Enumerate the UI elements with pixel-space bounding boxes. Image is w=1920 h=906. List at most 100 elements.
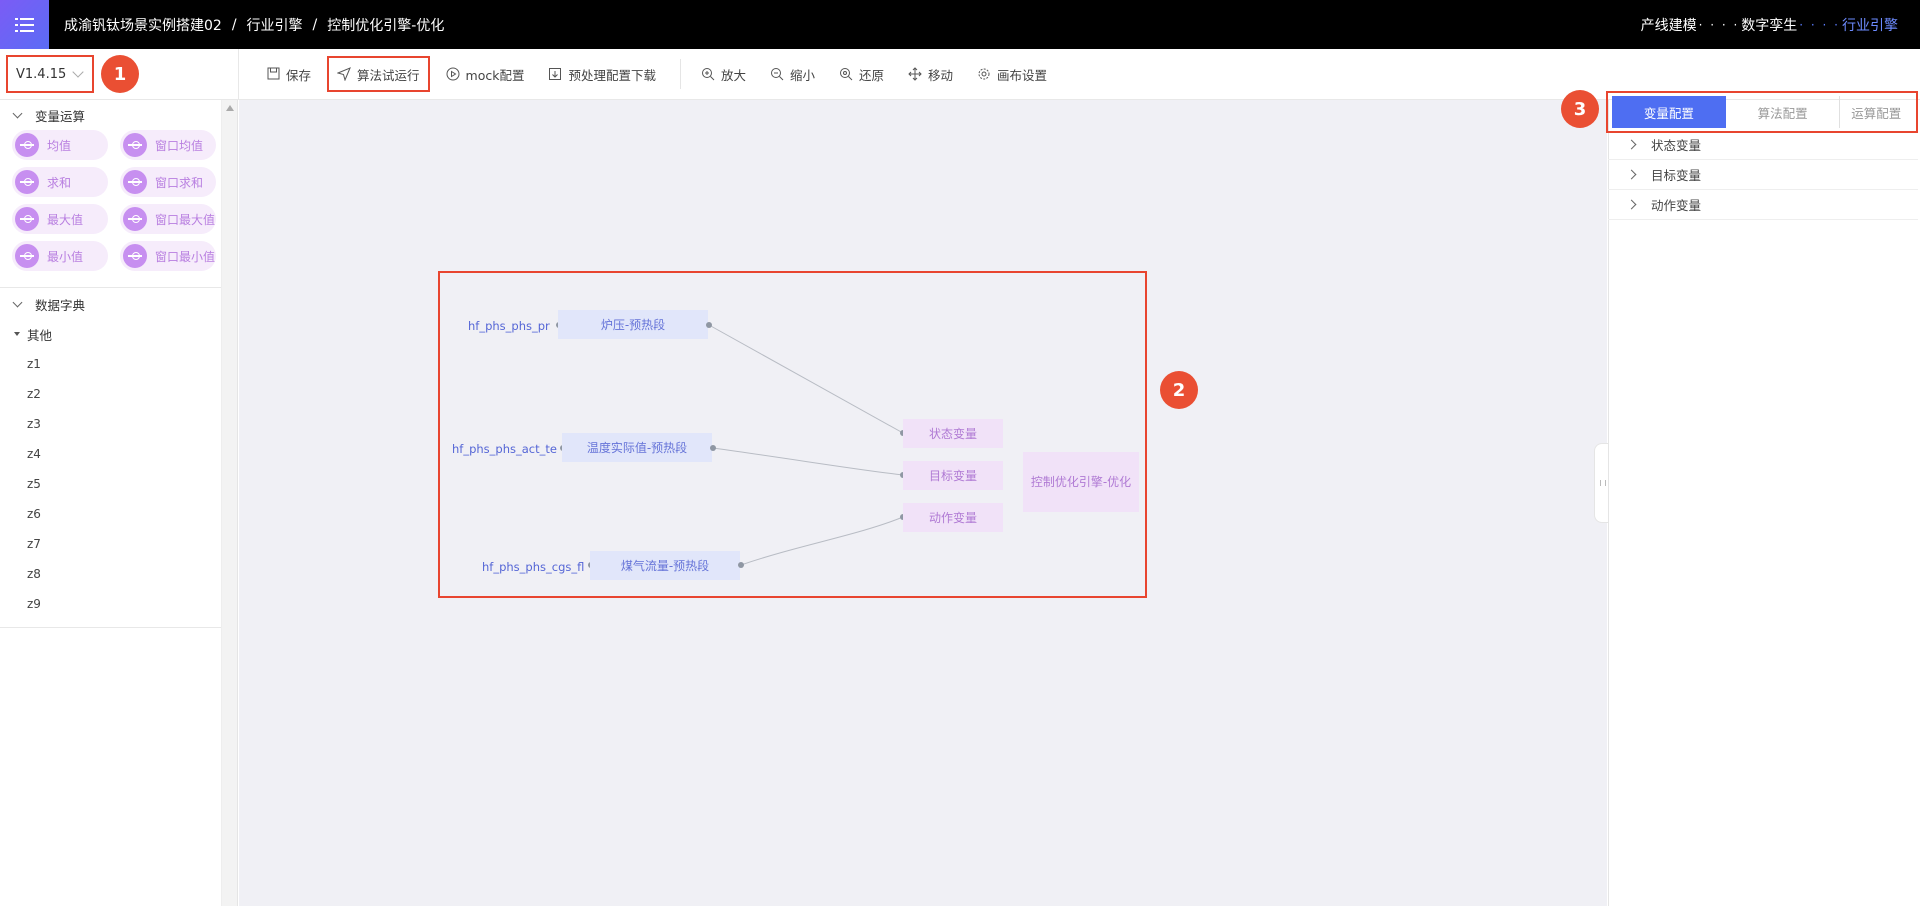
tree-root-label: 其他 bbox=[27, 327, 53, 343]
reset-zoom-label: 还原 bbox=[859, 67, 885, 83]
move-icon bbox=[908, 67, 922, 81]
breadcrumb-item-engine[interactable]: 行业引擎 bbox=[246, 17, 303, 34]
divider bbox=[0, 627, 221, 628]
tree-item[interactable]: z7 bbox=[27, 537, 41, 551]
zoom-in-button[interactable]: 放大 bbox=[693, 56, 754, 92]
op-max[interactable]: 最大值 bbox=[12, 204, 108, 234]
op-window-max[interactable]: 窗口最大值 bbox=[120, 204, 216, 234]
node-actual-temperature[interactable]: 温度实际值-预热段 bbox=[562, 433, 712, 462]
send-icon bbox=[336, 67, 351, 82]
mock-config-label: mock配置 bbox=[465, 67, 525, 83]
tree-item[interactable]: z5 bbox=[27, 477, 41, 491]
chevron-right-icon bbox=[1626, 139, 1637, 150]
divider bbox=[0, 287, 221, 288]
annotation-badge-3: 3 bbox=[1561, 90, 1599, 128]
op-label: 窗口求和 bbox=[155, 175, 204, 190]
toolbar-divider bbox=[679, 59, 681, 89]
tree-root-other[interactable]: 其他 bbox=[0, 319, 221, 349]
tab-variable-config[interactable]: 变量配置 bbox=[1612, 96, 1726, 128]
panel-collapse-handle[interactable] bbox=[1594, 443, 1608, 523]
operator-icon bbox=[123, 170, 147, 194]
zoom-in-label: 放大 bbox=[720, 67, 746, 83]
chevron-right-icon bbox=[1626, 199, 1637, 210]
save-icon bbox=[266, 67, 280, 81]
tab-operation-config[interactable]: 运算配置 bbox=[1851, 105, 1902, 121]
op-label: 窗口最小值 bbox=[155, 249, 216, 264]
tree-item[interactable]: z6 bbox=[27, 507, 41, 521]
operator-icon bbox=[15, 170, 39, 194]
op-window-sum[interactable]: 窗口求和 bbox=[120, 167, 216, 197]
version-select[interactable]: V1.4.15 bbox=[6, 55, 94, 93]
op-window-min[interactable]: 窗口最小值 bbox=[120, 241, 216, 271]
node-port[interactable] bbox=[710, 445, 716, 451]
zoom-out-label: 缩小 bbox=[790, 67, 816, 83]
right-panel bbox=[1608, 100, 1920, 906]
tree-item[interactable]: z3 bbox=[27, 417, 41, 431]
variable-ops-header[interactable]: 变量运算 bbox=[0, 100, 221, 130]
caret-down-icon bbox=[14, 332, 20, 336]
menu-icon[interactable] bbox=[0, 0, 49, 49]
top-bar: 成渝钒钛场景实例搭建02 / 行业引擎 / 控制优化引擎-优化 产线建模 · ·… bbox=[0, 0, 1920, 49]
node-port[interactable] bbox=[738, 562, 744, 568]
preprocess-download-label: 预处理配置下载 bbox=[568, 67, 656, 83]
op-min[interactable]: 最小值 bbox=[12, 241, 108, 271]
move-button[interactable]: 移动 bbox=[900, 56, 961, 92]
row-state-variables[interactable]: 状态变量 bbox=[1608, 130, 1918, 160]
canvas-settings-button[interactable]: 画布设置 bbox=[969, 56, 1055, 92]
op-window-mean[interactable]: 窗口均值 bbox=[120, 130, 216, 160]
nav-item-production-modeling[interactable]: 产线建模 bbox=[1640, 17, 1697, 34]
op-label: 最大值 bbox=[47, 212, 84, 227]
op-label: 窗口最大值 bbox=[155, 212, 216, 227]
chevron-right-icon bbox=[1626, 169, 1637, 180]
zoom-out-button[interactable]: 缩小 bbox=[762, 56, 823, 92]
node-action-variable[interactable]: 动作变量 bbox=[903, 503, 1003, 532]
data-dictionary-header[interactable]: 数据字典 bbox=[0, 289, 221, 319]
flow-canvas[interactable]: hf_phs_phs_pr 炉压-预热段 hf_phs_phs_act_te 温… bbox=[239, 100, 1607, 906]
divider bbox=[238, 49, 239, 99]
row-target-variables[interactable]: 目标变量 bbox=[1608, 160, 1918, 190]
save-button[interactable]: 保存 bbox=[258, 56, 319, 92]
nav-item-industry-engine[interactable]: 行业引擎 bbox=[1842, 17, 1898, 34]
tree-item[interactable]: z2 bbox=[27, 387, 41, 401]
variable-ops-title: 变量运算 bbox=[35, 108, 86, 124]
breadcrumb-separator: / bbox=[312, 16, 318, 33]
algorithm-trial-run-button[interactable]: 算法试运行 bbox=[327, 56, 430, 92]
node-target-variable[interactable]: 目标变量 bbox=[903, 461, 1003, 490]
tree-item[interactable]: z4 bbox=[27, 447, 41, 461]
tab-algorithm-config[interactable]: 算法配置 bbox=[1726, 96, 1841, 128]
op-label: 最小值 bbox=[47, 249, 84, 264]
node-furnace-pressure[interactable]: 炉压-预热段 bbox=[558, 310, 708, 339]
tree-item[interactable]: z9 bbox=[27, 597, 41, 611]
preprocess-download-button[interactable]: 预处理配置下载 bbox=[540, 56, 664, 92]
tree-item[interactable]: z1 bbox=[27, 357, 41, 371]
operator-icon bbox=[123, 133, 147, 157]
operator-icon bbox=[123, 244, 147, 268]
row-label: 状态变量 bbox=[1651, 138, 1702, 153]
mock-config-button[interactable]: mock配置 bbox=[438, 56, 533, 92]
zoom-reset-icon bbox=[839, 67, 853, 81]
breadcrumb-item-project[interactable]: 成渝钒钛场景实例搭建02 bbox=[64, 17, 222, 34]
left-scrollbar[interactable] bbox=[222, 100, 238, 906]
reset-zoom-button[interactable]: 还原 bbox=[831, 56, 892, 92]
node-control-optimization-engine[interactable]: 控制优化引擎-优化 bbox=[1023, 452, 1139, 512]
op-mean[interactable]: 均值 bbox=[12, 130, 108, 160]
op-label: 窗口均值 bbox=[155, 138, 204, 153]
scroll-up-icon[interactable] bbox=[226, 105, 234, 111]
nav-dots: · · · · bbox=[1799, 17, 1840, 32]
node-port[interactable] bbox=[706, 322, 712, 328]
op-label: 求和 bbox=[47, 175, 72, 190]
operator-icon bbox=[15, 207, 39, 231]
operator-icon bbox=[15, 244, 39, 268]
op-sum[interactable]: 求和 bbox=[12, 167, 108, 197]
move-label: 移动 bbox=[928, 67, 954, 83]
chevron-down-icon bbox=[12, 108, 23, 118]
node-gas-flow[interactable]: 煤气流量-预热段 bbox=[590, 551, 740, 580]
nav-dots: · · · · bbox=[1698, 17, 1740, 32]
node-state-variable[interactable]: 状态变量 bbox=[903, 419, 1003, 448]
operator-icon bbox=[15, 133, 39, 157]
save-label: 保存 bbox=[286, 67, 312, 83]
nav-item-digital-twin[interactable]: 数字孪生 bbox=[1741, 17, 1798, 34]
tree-item[interactable]: z8 bbox=[27, 567, 41, 581]
breadcrumb-item-current: 控制优化引擎-优化 bbox=[327, 17, 445, 34]
row-action-variables[interactable]: 动作变量 bbox=[1608, 190, 1918, 220]
